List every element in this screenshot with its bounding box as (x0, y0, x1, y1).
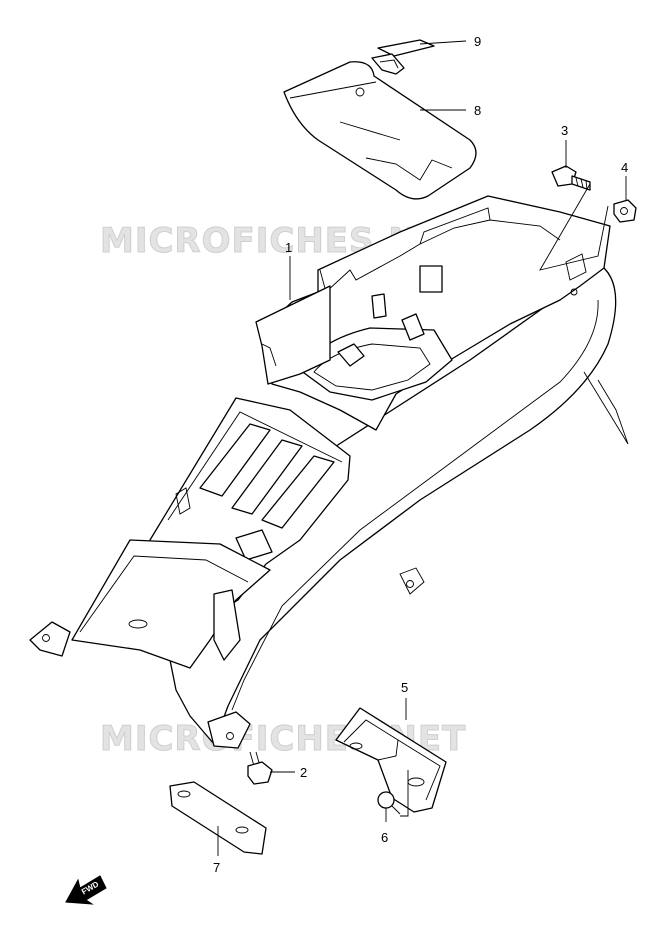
callout-labels: 9 8 3 4 1 2 5 6 7 (213, 34, 628, 875)
part-7-flap (169, 781, 267, 855)
part-9-band (371, 39, 435, 75)
callout-9: 9 (474, 34, 481, 49)
callout-6: 6 (381, 830, 388, 845)
part-1-rear-fender (29, 195, 629, 749)
callout-8: 8 (474, 103, 481, 118)
callout-3: 3 (561, 123, 568, 138)
callout-2: 2 (300, 765, 307, 780)
callout-4: 4 (621, 160, 628, 175)
callout-7: 7 (213, 860, 220, 875)
part-3-bolt (551, 165, 591, 191)
callout-1: 1 (285, 240, 292, 255)
part-8-tool-bag (283, 61, 477, 200)
part-4-nut (613, 199, 637, 223)
part-2-bolt (247, 751, 273, 785)
fwd-arrow: FWD (65, 875, 107, 905)
callout-5: 5 (401, 680, 408, 695)
fender-ribs (199, 423, 335, 561)
callout-leaders (217, 40, 627, 856)
